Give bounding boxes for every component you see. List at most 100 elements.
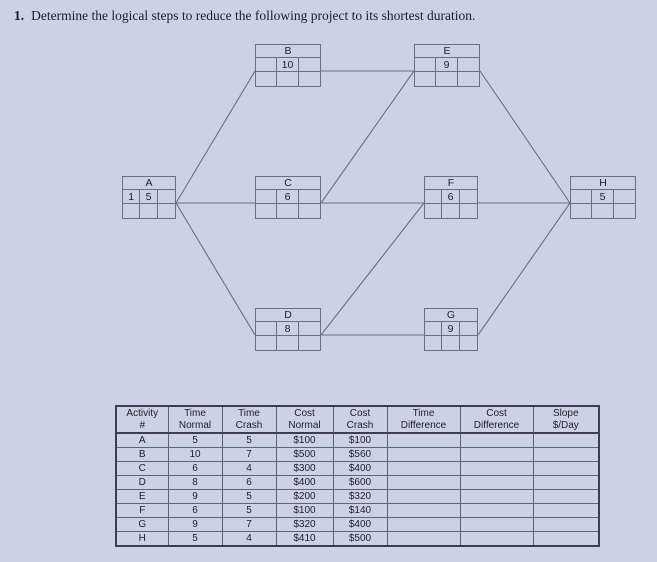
table-column-header: Slope$/Day bbox=[532, 405, 600, 434]
cell-cost-normal: $500 bbox=[275, 447, 334, 462]
activity-node-label: B bbox=[256, 45, 320, 58]
cell-time-difference[interactable] bbox=[386, 475, 461, 490]
cell-cost-normal: $320 bbox=[275, 517, 334, 532]
cell-time-difference[interactable] bbox=[386, 461, 461, 476]
cell-time-crash: 5 bbox=[221, 503, 277, 518]
activity-node-float bbox=[277, 72, 299, 86]
cell-cost-normal: $410 bbox=[275, 531, 334, 547]
cell-cost-difference[interactable] bbox=[459, 432, 534, 448]
cell-slope[interactable] bbox=[532, 461, 600, 476]
activity-node-bottom-row bbox=[415, 72, 479, 86]
activity-node-late-finish bbox=[299, 72, 320, 86]
cell-cost-difference[interactable] bbox=[459, 461, 534, 476]
activity-node-early-start bbox=[571, 190, 593, 203]
activity-node-late-start bbox=[425, 336, 443, 350]
activity-node-early-start: 1 bbox=[123, 190, 141, 203]
activity-node-bottom-row bbox=[123, 204, 175, 218]
column-header-line-2: Difference bbox=[400, 419, 447, 431]
cell-cost-difference[interactable] bbox=[459, 517, 534, 532]
cell-slope[interactable] bbox=[532, 503, 600, 518]
cell-slope[interactable] bbox=[532, 432, 600, 448]
cell-slope[interactable] bbox=[532, 531, 600, 547]
activity-node-label: G bbox=[425, 309, 477, 322]
column-header-line-1: Cost bbox=[294, 408, 315, 419]
cell-time-crash: 7 bbox=[221, 447, 277, 462]
cell-cost-difference[interactable] bbox=[459, 531, 534, 547]
cell-time-difference[interactable] bbox=[386, 503, 461, 518]
cell-slope[interactable] bbox=[532, 475, 600, 490]
activity-node-float bbox=[592, 204, 614, 218]
cell-time-crash: 5 bbox=[221, 432, 277, 448]
cell-slope[interactable] bbox=[532, 517, 600, 532]
activity-node-early-start bbox=[256, 190, 278, 203]
column-header-line-2: Normal bbox=[288, 419, 321, 431]
activity-node-bottom-row bbox=[571, 204, 635, 218]
cell-time-normal: 10 bbox=[167, 447, 223, 462]
cell-time-difference[interactable] bbox=[386, 517, 461, 532]
activity-node-label: A bbox=[123, 177, 175, 190]
activity-node-early-start bbox=[415, 58, 437, 71]
cell-cost-normal: $100 bbox=[275, 503, 334, 518]
activity-node-early-start bbox=[425, 190, 443, 203]
activity-node-float bbox=[277, 204, 299, 218]
activity-node-label: F bbox=[425, 177, 477, 190]
activity-node-duration: 5 bbox=[592, 190, 614, 203]
column-header-line-2: Crash bbox=[346, 419, 374, 431]
activity-node-late-start bbox=[571, 204, 593, 218]
activity-node-late-start bbox=[123, 204, 141, 218]
activity-node-late-start bbox=[256, 336, 278, 350]
cell-time-difference[interactable] bbox=[386, 489, 461, 504]
activity-node-bottom-row bbox=[256, 204, 320, 218]
activity-node-late-finish bbox=[299, 204, 320, 218]
cell-time-difference[interactable] bbox=[386, 531, 461, 547]
edge-g-to-h bbox=[477, 202, 571, 336]
edge-a-to-b bbox=[175, 70, 256, 204]
question-text: Determine the logical steps to reduce th… bbox=[31, 8, 476, 23]
cell-cost-difference[interactable] bbox=[459, 503, 534, 518]
cell-cost-difference[interactable] bbox=[459, 475, 534, 490]
activity-node-label: C bbox=[256, 177, 320, 190]
activity-node-label: E bbox=[415, 45, 479, 58]
cell-activity: B bbox=[115, 447, 169, 462]
cell-cost-difference[interactable] bbox=[459, 447, 534, 462]
cell-time-difference[interactable] bbox=[386, 432, 461, 448]
cell-time-normal: 6 bbox=[167, 461, 223, 476]
activity-node-early-start bbox=[256, 322, 278, 335]
cell-cost-crash: $320 bbox=[332, 489, 388, 504]
activity-node-middle-row: 5 bbox=[571, 190, 635, 204]
cell-cost-normal: $300 bbox=[275, 461, 334, 476]
activity-node-bottom-row bbox=[256, 72, 320, 86]
edge-d-to-f bbox=[320, 202, 425, 336]
cell-time-crash: 4 bbox=[221, 531, 277, 547]
activity-node-early-finish bbox=[158, 190, 175, 203]
cell-slope[interactable] bbox=[532, 447, 600, 462]
column-header-line-2: Difference bbox=[473, 419, 520, 431]
activity-node-duration: 6 bbox=[277, 190, 299, 203]
cell-activity: A bbox=[115, 432, 169, 448]
cell-time-difference[interactable] bbox=[386, 447, 461, 462]
cell-activity: H bbox=[115, 531, 169, 547]
activity-node-bottom-row bbox=[425, 336, 477, 350]
activity-node-early-finish bbox=[299, 322, 320, 335]
cell-cost-difference[interactable] bbox=[459, 489, 534, 504]
activity-node-late-start bbox=[425, 204, 443, 218]
cell-time-crash: 7 bbox=[221, 517, 277, 532]
column-header-line-1: Slope bbox=[552, 408, 579, 419]
column-header-line-2: Crash bbox=[235, 419, 263, 431]
cell-cost-crash: $140 bbox=[332, 503, 388, 518]
cell-slope[interactable] bbox=[532, 489, 600, 504]
activity-node-duration: 10 bbox=[277, 58, 299, 71]
activity-node-duration: 6 bbox=[442, 190, 460, 203]
